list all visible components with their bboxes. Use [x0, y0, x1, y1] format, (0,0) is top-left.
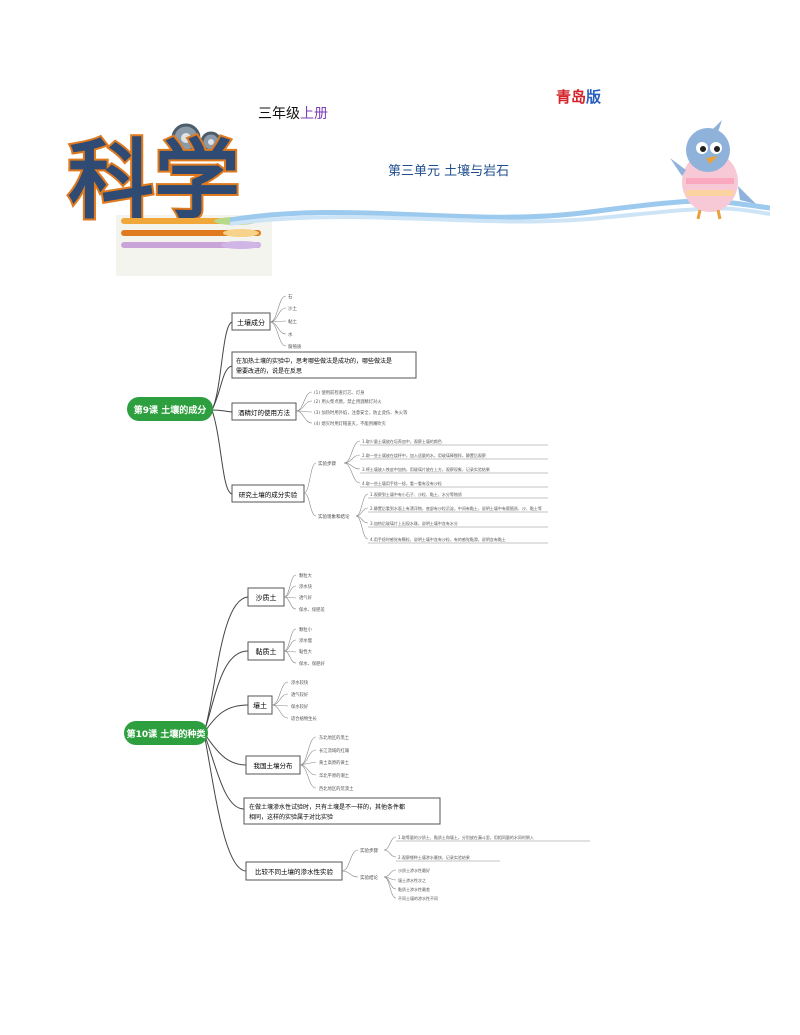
svg-text:腐殖质: 腐殖质: [288, 343, 302, 350]
node-heating-reflection: [231, 351, 417, 379]
svg-text:4.取一些土壤用手捻一捻，看一看有没有沙粒: 4.取一些土壤用手捻一捻，看一看有没有沙粒: [362, 480, 442, 486]
svg-text:不同土壤的渗水性不同: 不同土壤的渗水性不同: [398, 895, 438, 901]
svg-text:黏质土: 黏质土: [256, 647, 277, 656]
svg-text:渗水慢: 渗水慢: [299, 637, 313, 644]
svg-text:在做土壤渗水性试验时，只有土壤是不一样的，其他条件都: 在做土壤渗水性试验时，只有土壤是不一样的，其他条件都: [249, 803, 405, 811]
svg-text:实验现象和结论: 实验现象和结论: [318, 513, 350, 520]
mindmap-lesson9: 第9课 土壤的成分 土壤成分 石 沙土 黏土 水 腐殖质 在加热土壤的实验中，思…: [127, 294, 548, 544]
svg-text:3.将土壤放入铁皮中加热，用玻璃片放在上方，观察现象，记录实: 3.将土壤放入铁皮中加热，用玻璃片放在上方，观察现象，记录实验结果: [362, 466, 490, 472]
logo-text: 科学: [68, 131, 240, 231]
svg-text:渗水较快: 渗水较快: [291, 679, 309, 686]
lesson9-root: [127, 397, 213, 421]
svg-text:保水、保肥好: 保水、保肥好: [299, 660, 325, 667]
svg-text:(1) 使用前检查灯芯、灯身: (1) 使用前检查灯芯、灯身: [314, 389, 365, 396]
mindmap-lesson10: 第10课 土壤的种类 沙质土 颗粒大 渗水快 透气好 保水、保肥差 黏质土 颗粒…: [124, 572, 590, 901]
svg-text:比较不同土壤的渗水性实验: 比较不同土壤的渗水性实验: [255, 867, 334, 876]
svg-text:(3) 加热时用外焰，注意安全，防止烫伤、失火等: (3) 加热时用外焰，注意安全，防止烫伤、失火等: [314, 409, 408, 416]
svg-text:我国土壤分布: 我国土壤分布: [254, 761, 294, 770]
lesson10-root: [124, 721, 208, 745]
svg-text:颗粒大: 颗粒大: [299, 572, 313, 579]
svg-text:(4) 熄灭时用灯帽盖灭，不能用嘴吹灭: (4) 熄灭时用灯帽盖灭，不能用嘴吹灭: [314, 420, 387, 427]
node-soil-components: [231, 312, 271, 331]
svg-text:壤土: 壤土: [253, 701, 267, 710]
svg-text:2.观察哪种土壤渗水最快，记录实验结果: 2.观察哪种土壤渗水最快，记录实验结果: [398, 854, 470, 860]
svg-text:沙土: 沙土: [288, 305, 297, 312]
svg-text:沙质土: 沙质土: [256, 593, 277, 602]
svg-text:保水较好: 保水较好: [291, 703, 309, 710]
svg-text:1.观察到土壤中有小石子、沙粒、黏土、水分等物质: 1.观察到土壤中有小石子、沙粒、黏土、水分等物质: [370, 491, 462, 497]
svg-text:沙质土渗水性最好: 沙质土渗水性最好: [398, 867, 430, 873]
svg-text:黏质土渗水性最差: 黏质土渗水性最差: [398, 886, 430, 892]
svg-text:第10课 土壤的种类: 第10课 土壤的种类: [127, 728, 207, 740]
svg-text:需要改进的，说是在反思: 需要改进的，说是在反思: [236, 367, 302, 375]
svg-text:土壤成分: 土壤成分: [237, 318, 265, 327]
node-alcohol-lamp: [231, 402, 297, 421]
svg-text:水: 水: [288, 331, 293, 338]
svg-text:2.静置后看到水面上有漂浮物，底部有沙粒沉淀，中间有黏土，说: 2.静置后看到水面上有漂浮物，底部有沙粒沉淀，中间有黏土，说明土壤中有腐殖质、沙…: [370, 505, 542, 511]
svg-text:西北地区的荒漠土: 西北地区的荒漠土: [319, 785, 354, 792]
node-soil-experiment: [231, 484, 305, 503]
svg-text:相同，这样的实验属于对比实验: 相同，这样的实验属于对比实验: [249, 813, 333, 821]
bird-mascot-icon: [670, 120, 756, 220]
svg-text:石: 石: [288, 294, 293, 300]
svg-text:渗水快: 渗水快: [299, 583, 313, 590]
svg-text:(2) 用火柴点燃，禁止用酒精灯对火: (2) 用火柴点燃，禁止用酒精灯对火: [314, 398, 382, 405]
svg-text:第9课 土壤的成分: 第9课 土壤的成分: [134, 404, 206, 416]
svg-text:颗粒小: 颗粒小: [299, 626, 313, 633]
svg-text:保水、保肥差: 保水、保肥差: [299, 606, 325, 613]
svg-text:2.取一些土壤放在烧杯中，加入适量的水，用玻璃棒搅拌，静置后: 2.取一些土壤放在烧杯中，加入适量的水，用玻璃棒搅拌，静置后观察: [362, 452, 486, 458]
svg-text:透气好: 透气好: [299, 594, 313, 601]
grade-label: 三年级上册: [258, 106, 328, 122]
svg-text:壤土渗水性次之: 壤土渗水性次之: [398, 877, 426, 883]
svg-text:华北平原的潮土: 华北平原的潮土: [319, 772, 350, 779]
svg-text:适合植物生长: 适合植物生长: [291, 715, 317, 722]
science-logo: 科学: [66, 120, 272, 276]
svg-text:1.取等量的沙质土、黏质土和壤土，分别放在漏斗里，用相同量的: 1.取等量的沙质土、黏质土和壤土，分别放在漏斗里，用相同量的水同时倒入: [398, 834, 534, 840]
node-contrast-experiment: [243, 797, 441, 825]
svg-text:长江流域的红壤: 长江流域的红壤: [319, 747, 350, 754]
svg-text:3.加热后玻璃片上出现水珠，说明土壤中含有水分: 3.加热后玻璃片上出现水珠，说明土壤中含有水分: [370, 520, 458, 526]
svg-text:实验步骤: 实验步骤: [360, 847, 378, 854]
svg-text:实验结论: 实验结论: [360, 874, 378, 881]
svg-text:4.用手捻时感觉有颗粒，说明土壤中含有沙粒，有的感觉黏滑，说: 4.用手捻时感觉有颗粒，说明土壤中含有沙粒，有的感觉黏滑，说明含有黏土: [370, 536, 506, 542]
svg-text:1.取少量土壤放在培养皿中，观察土壤的颜色: 1.取少量土壤放在培养皿中，观察土壤的颜色: [362, 438, 442, 444]
unit-title: 第三单元 土壤与岩石: [388, 164, 510, 179]
svg-text:在加热土壤的实验中，思考哪些做法是成功的，哪些做法是: 在加热土壤的实验中，思考哪些做法是成功的，哪些做法是: [236, 357, 392, 365]
svg-text:黏土: 黏土: [288, 318, 297, 325]
svg-text:透气较好: 透气较好: [291, 691, 309, 698]
svg-text:东北地区的黑土: 东北地区的黑土: [319, 734, 350, 741]
svg-text:酒精灯的使用方法: 酒精灯的使用方法: [238, 408, 291, 417]
svg-text:实验步骤: 实验步骤: [318, 460, 336, 467]
svg-text:黏性大: 黏性大: [299, 648, 313, 655]
edition-label: 青岛版: [556, 88, 602, 106]
svg-text:黄土高原的黄土: 黄土高原的黄土: [319, 759, 350, 766]
svg-text:研究土壤的成分实验: 研究土壤的成分实验: [239, 490, 298, 499]
